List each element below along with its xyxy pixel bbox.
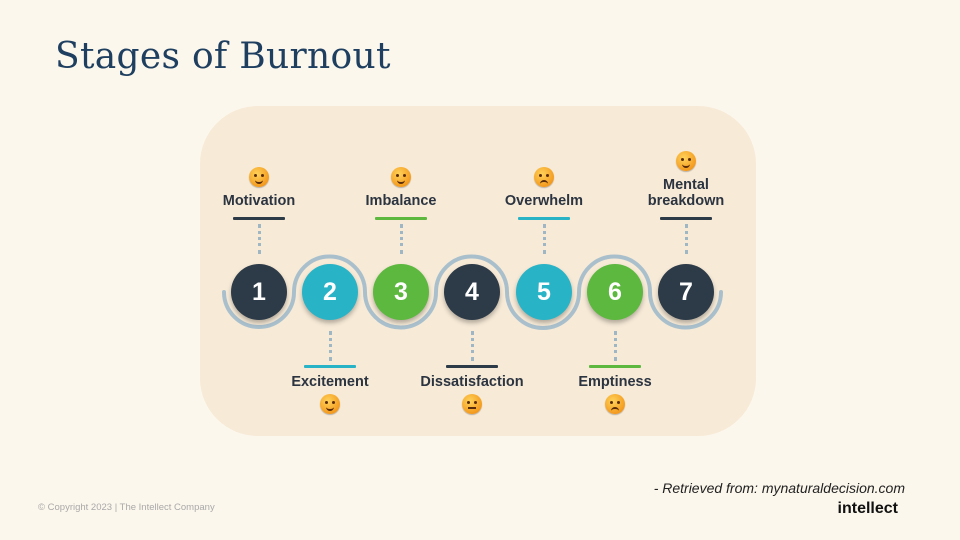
stage-circle-7: 7 — [658, 264, 714, 320]
stage-bar-3 — [375, 217, 427, 220]
stage-label-5: Overwhelm — [504, 193, 584, 209]
stage-dotted-connector-3 — [400, 224, 403, 254]
page-title: Stages of Burnout — [55, 36, 391, 77]
brand-logo: intellect — [837, 500, 898, 517]
stage-label-3: Imbalance — [365, 193, 437, 209]
grinning-emoji-icon — [320, 394, 340, 414]
stage-circle-3: 3 — [373, 264, 429, 320]
angry-face-emoji-icon — [534, 167, 554, 187]
stage-bar-1 — [233, 217, 285, 220]
star-struck-emoji-icon — [249, 167, 269, 187]
stage-circle-2: 2 — [302, 264, 358, 320]
stage-dotted-connector-6 — [614, 331, 617, 361]
stage-bar-2 — [304, 365, 356, 368]
stage-label-4: Dissatisfaction — [420, 374, 524, 390]
stage-dotted-connector-1 — [258, 224, 261, 254]
stage-label-2: Excitement — [291, 374, 369, 390]
copyright-text: © Copyright 2023 | The Intellect Company — [38, 502, 215, 513]
persevering-face-emoji-icon — [605, 394, 625, 414]
stage-dotted-connector-2 — [329, 331, 332, 361]
stage-dotted-connector-4 — [471, 331, 474, 361]
stage-circle-6: 6 — [587, 264, 643, 320]
stage-circle-4: 4 — [444, 264, 500, 320]
source-citation: - Retrieved from: mynaturaldecision.com — [653, 480, 905, 496]
stage-dotted-connector-5 — [543, 224, 546, 254]
stage-label-6: Emptiness — [578, 374, 652, 390]
stage-bar-5 — [518, 217, 570, 220]
stage-bar-4 — [446, 365, 498, 368]
stage-circle-5: 5 — [516, 264, 572, 320]
exploding-head-emoji-icon — [676, 151, 696, 171]
neutral-face-emoji-icon — [462, 394, 482, 414]
stage-label-1: Motivation — [222, 193, 296, 209]
heart-eyes-emoji-icon — [391, 167, 411, 187]
stage-bar-7 — [660, 217, 712, 220]
stage-circle-1: 1 — [231, 264, 287, 320]
stage-dotted-connector-7 — [685, 224, 688, 254]
stage-bar-6 — [589, 365, 641, 368]
